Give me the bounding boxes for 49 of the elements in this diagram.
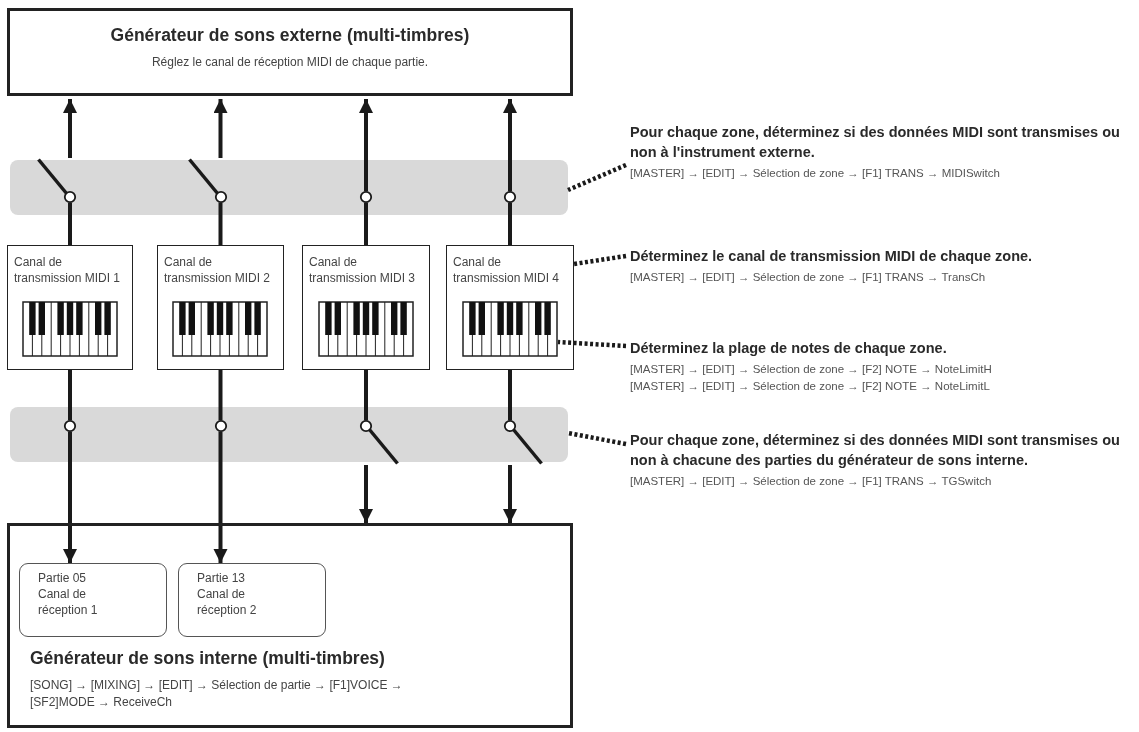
- connector-line: [68, 370, 72, 421]
- connector-line: [364, 370, 368, 421]
- menu-path-text: [MASTER] → [EDIT] → Sélection de zone → [F1] TRANS → MIDISwitch: [630, 166, 1001, 181]
- arrow: [63, 99, 77, 158]
- generator-box: [7, 8, 573, 96]
- arrow: [503, 465, 517, 523]
- arrow: [359, 99, 373, 192]
- leader-line: [567, 162, 627, 193]
- part-box: [178, 563, 326, 637]
- callout-text: Pour chaque zone, déterminez si des données MIDI sont transmises ou non à chacune des parties du générateur de sons interne.: [630, 431, 1120, 470]
- menu-path-text: [SONG] → [MIXING] → [EDIT] → Sélection de partie → [F1]VOICE → [SF2]MODE → ReceiveCh: [30, 677, 404, 711]
- part-box: [19, 563, 167, 637]
- leader-line: [573, 253, 627, 267]
- zone-box: [157, 245, 284, 370]
- callout-text: Déterminez la plage de notes de chaque zone.: [630, 339, 948, 358]
- callout-text: Pour chaque zone, déterminez si des données MIDI sont transmises ou non à l'instrument externe.: [630, 123, 1120, 162]
- menu-path-text: [MASTER] → [EDIT] → Sélection de zone → [F2] NOTE → NoteLimitL: [630, 379, 991, 394]
- zone-label: Canal de transmission MIDI 1: [14, 254, 122, 286]
- leader-line: [557, 339, 627, 349]
- generator-title: Générateur de sons externe (multi-timbres): [110, 25, 470, 46]
- arrow: [63, 431, 77, 563]
- instruction-text: Réglez le canal de réception MIDI de chaque partie.: [151, 54, 429, 71]
- zone-label: Canal de transmission MIDI 3: [309, 254, 417, 286]
- connector-line: [218, 370, 223, 421]
- connector-line: [218, 202, 223, 245]
- arrow: [503, 99, 517, 192]
- connector-line: [68, 202, 72, 245]
- menu-path-text: [MASTER] → [EDIT] → Sélection de zone → [F1] TRANS → TGSwitch: [630, 474, 993, 489]
- arrow: [213, 431, 228, 563]
- connector-line: [508, 370, 512, 421]
- menu-path-text: [MASTER] → [EDIT] → Sélection de zone → [F2] NOTE → NoteLimitH: [630, 362, 993, 377]
- switch-band: [10, 407, 568, 462]
- leader-line: [567, 430, 627, 447]
- connector-line: [508, 202, 512, 245]
- menu-path-text: [MASTER] → [EDIT] → Sélection de zone → [F1] TRANS → TransCh: [630, 270, 987, 285]
- connector-line: [364, 202, 368, 245]
- callout-text: Déterminez le canal de transmission MIDI de chaque zone.: [630, 247, 1034, 266]
- part-label: Partie 05 Canal de réception 1: [38, 570, 99, 618]
- part-label: Partie 13 Canal de réception 2: [197, 570, 258, 618]
- zone-box: [7, 245, 133, 370]
- arrow: [359, 465, 373, 523]
- zone-box: [302, 245, 430, 370]
- zone-label: Canal de transmission MIDI 4: [453, 254, 561, 286]
- generator-title: Générateur de sons interne (multi-timbres): [30, 648, 386, 669]
- zone-label: Canal de transmission MIDI 2: [164, 254, 272, 286]
- arrow: [213, 99, 228, 158]
- zone-box: [446, 245, 574, 370]
- switch-band: [10, 160, 568, 215]
- generator-box: [7, 523, 573, 728]
